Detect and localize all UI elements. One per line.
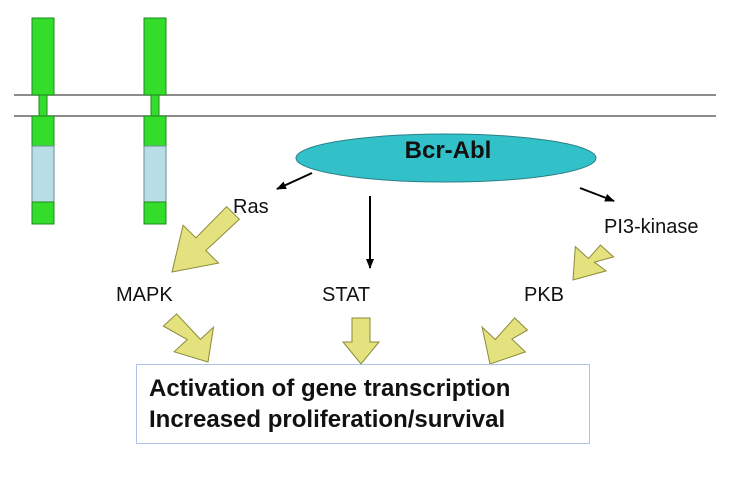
pkb-label: PKB (524, 284, 565, 306)
outcome-line-proliferation: Increased proliferation/survival (149, 406, 506, 433)
receptor-right-extracellular (143, 17, 167, 96)
pi3-kinase-label: PI3-kinase (604, 216, 699, 238)
outcome-line-transcription: Activation of gene transcription (149, 375, 511, 402)
receptor-right-kinase-domain (143, 145, 167, 203)
mapk-label: MAPK (116, 284, 173, 306)
receptor-left-transmembrane (38, 94, 48, 117)
receptor-right-intracellular-top (143, 115, 167, 147)
arrow-bcr-to-pi3 (579, 187, 615, 202)
receptor-right (143, 17, 167, 225)
receptor-left-extracellular (31, 17, 55, 96)
receptor-left-intracellular-bottom (31, 201, 55, 225)
bcr-abl-ellipse (295, 133, 597, 183)
arrow-bcr-to-ras (276, 172, 313, 190)
big-arrow-mapk-to-box (162, 313, 215, 363)
big-arrow-ras-to-mapk (171, 205, 241, 273)
receptor-left-intracellular-top (31, 115, 55, 147)
bcr-abl-label: Bcr-Abl (404, 137, 492, 164)
receptor-left-kinase-domain (31, 145, 55, 203)
big-arrow-stat-to-box (341, 317, 381, 365)
receptor-right-transmembrane (150, 94, 160, 117)
ras-label: Ras (233, 196, 269, 218)
receptor-left (31, 17, 55, 225)
receptor-right-intracellular-bottom (143, 201, 167, 225)
big-arrow-pkb-to-box (481, 317, 529, 365)
big-arrow-pi3-to-pkb (572, 244, 615, 281)
outcome-box: Activation of gene transcription Increas… (136, 364, 590, 444)
stat-label: STAT (322, 284, 371, 306)
